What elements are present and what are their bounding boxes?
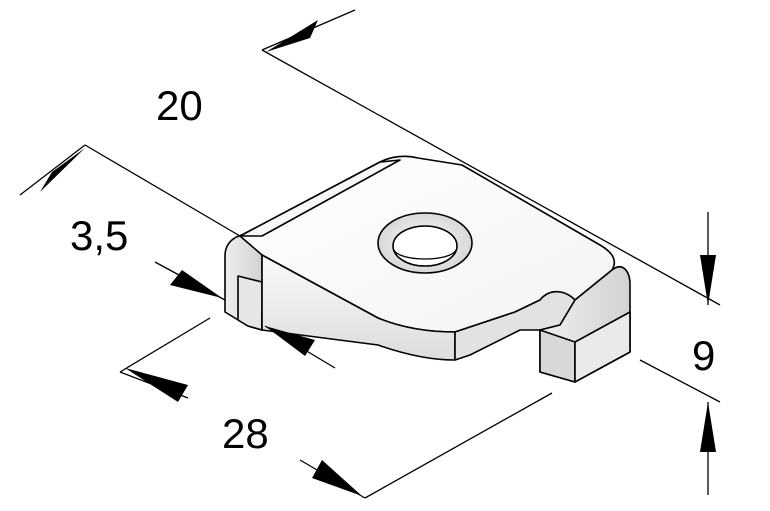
dimension-label-length: 20 <box>156 82 203 129</box>
arrowhead <box>170 270 222 298</box>
dimension-length: 20 <box>19 9 721 306</box>
dimension-label-thickness: 3,5 <box>70 212 128 259</box>
back-rim <box>239 159 401 237</box>
thread-hole-rim <box>393 249 457 260</box>
right-hook-side <box>574 311 631 383</box>
clamp-part <box>224 155 631 383</box>
left-tab-slot <box>237 275 263 331</box>
dimension-width: 28 <box>119 317 553 499</box>
extension-line <box>119 317 211 373</box>
arrowhead <box>40 148 85 192</box>
arrowhead <box>700 255 716 305</box>
dimension-thickness: 3,5 <box>70 212 336 369</box>
arrowhead <box>700 402 716 452</box>
arrowhead <box>312 460 362 496</box>
extension-line <box>261 49 721 306</box>
arrowhead <box>265 326 315 356</box>
extension-line <box>84 144 241 237</box>
dimension-label-width: 28 <box>222 410 269 457</box>
leader-line <box>19 144 86 196</box>
notch <box>454 290 576 361</box>
extension-line <box>639 359 721 403</box>
extension-line <box>364 392 553 499</box>
dimension-label-height: 9 <box>692 332 715 379</box>
arrowhead <box>125 368 188 402</box>
dimension-height: 9 <box>639 212 721 495</box>
thread-hole-inner <box>392 225 458 267</box>
arrowhead <box>266 20 318 52</box>
